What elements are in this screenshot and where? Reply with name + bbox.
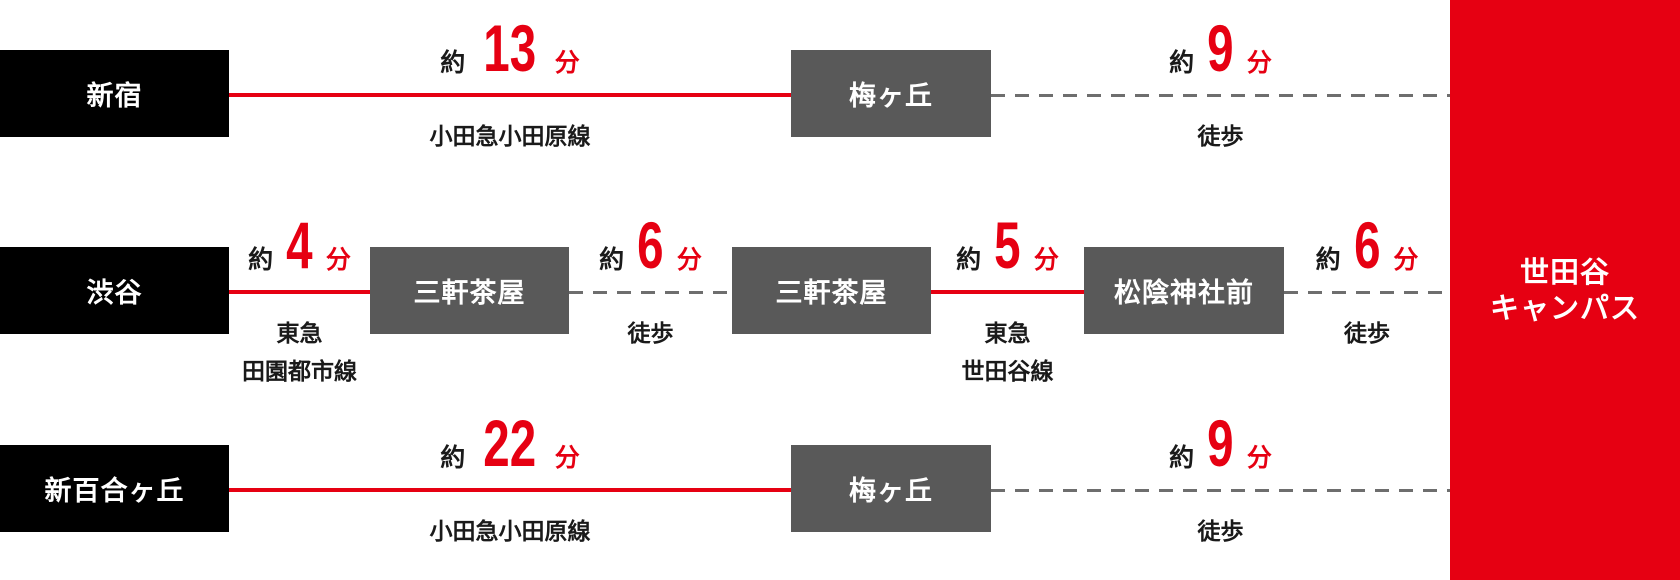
travel-time: 約 6 分 <box>569 207 732 287</box>
segment-label: 徒歩 <box>627 321 674 347</box>
segment-label-line1: 東急 <box>276 321 323 347</box>
origin-station-name: 渋谷 <box>86 278 143 309</box>
time-minutes: 4 <box>286 208 313 282</box>
walk-line <box>569 291 732 294</box>
train-line <box>229 93 791 97</box>
destination-box: 世田谷 キャンパス <box>1450 0 1680 580</box>
time-minutes: 6 <box>1353 208 1381 282</box>
time-prefix: 約 <box>440 48 466 77</box>
segment-label: 東急 田園都市線 <box>229 315 370 391</box>
time-unit: 分 <box>325 245 351 274</box>
transfer-station-name: 三軒茶屋 <box>413 278 526 309</box>
segment-label: 小田急小田原線 <box>429 519 591 545</box>
destination-name-line1: 世田谷 <box>1519 255 1610 289</box>
origin-station-box: 渋谷 <box>0 247 229 334</box>
walk-line <box>1284 291 1450 294</box>
transfer-station-name: 三軒茶屋 <box>775 278 888 309</box>
origin-station-name: 新百合ヶ丘 <box>44 476 185 507</box>
origin-station-box: 新宿 <box>0 50 229 137</box>
segment-label-line1: 東急 <box>984 321 1031 347</box>
time-prefix: 約 <box>1315 245 1341 274</box>
segment-label: 徒歩 <box>1344 321 1390 347</box>
travel-time: 約 5 分 <box>931 207 1084 287</box>
time-prefix: 約 <box>1169 443 1195 472</box>
time-unit: 分 <box>1393 245 1419 274</box>
origin-station-name: 新宿 <box>86 81 143 112</box>
segment-label: 徒歩 <box>1197 124 1244 150</box>
transfer-station-box: 梅ヶ丘 <box>791 445 991 532</box>
time-minutes: 9 <box>1207 406 1234 480</box>
time-unit: 分 <box>676 245 702 274</box>
time-unit: 分 <box>554 48 580 77</box>
transfer-station-box: 梅ヶ丘 <box>791 50 991 137</box>
transfer-station-name: 梅ヶ丘 <box>849 476 933 507</box>
train-line <box>229 290 370 294</box>
time-prefix: 約 <box>248 245 274 274</box>
destination-name-line2: キャンパス <box>1489 291 1640 325</box>
transfer-station-name: 松陰神社前 <box>1114 278 1254 309</box>
time-unit: 分 <box>1033 245 1059 274</box>
segment-label-line2: 世田谷線 <box>961 359 1054 385</box>
transfer-station-box: 三軒茶屋 <box>732 247 931 334</box>
time-minutes: 6 <box>637 208 664 282</box>
time-unit: 分 <box>1246 443 1272 472</box>
train-line <box>931 290 1084 294</box>
travel-time: 約 9 分 <box>991 405 1450 485</box>
time-minutes: 13 <box>483 11 537 85</box>
train-line <box>229 488 791 492</box>
segment-label: 徒歩 <box>1197 519 1244 545</box>
travel-time: 約 9 分 <box>991 10 1450 90</box>
walk-line <box>991 489 1450 492</box>
segment-label: 小田急小田原線 <box>429 124 591 150</box>
time-minutes: 5 <box>994 208 1021 282</box>
time-minutes: 22 <box>483 406 537 480</box>
transfer-station-box: 三軒茶屋 <box>370 247 569 334</box>
time-prefix: 約 <box>956 245 982 274</box>
travel-time: 約 22 分 <box>229 405 791 485</box>
origin-station-box: 新百合ヶ丘 <box>0 445 229 532</box>
transfer-station-box: 松陰神社前 <box>1084 247 1284 334</box>
travel-time: 約 13 分 <box>229 10 791 90</box>
time-unit: 分 <box>1246 48 1272 77</box>
time-prefix: 約 <box>440 443 466 472</box>
segment-label-line2: 田園都市線 <box>242 359 357 385</box>
transfer-station-name: 梅ヶ丘 <box>849 81 933 112</box>
time-prefix: 約 <box>599 245 625 274</box>
travel-time: 約 6 分 <box>1284 207 1450 287</box>
time-minutes: 9 <box>1207 11 1234 85</box>
segment-label: 東急 世田谷線 <box>931 315 1084 391</box>
travel-time: 約 4 分 <box>229 207 370 287</box>
time-prefix: 約 <box>1169 48 1195 77</box>
walk-line <box>991 94 1450 97</box>
time-unit: 分 <box>554 443 580 472</box>
